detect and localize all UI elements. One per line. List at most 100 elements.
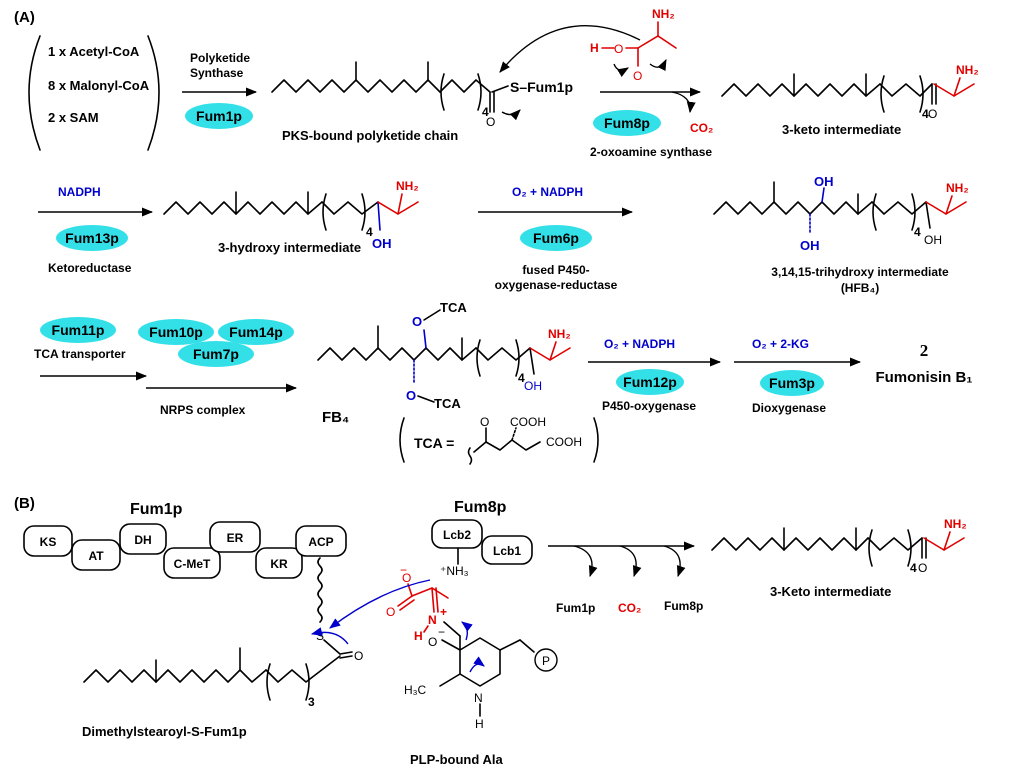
thioester-curved-arrow <box>501 109 521 121</box>
fb4-repeat <box>475 347 531 361</box>
keto-chain <box>721 83 881 97</box>
fum8p-enzyme-label: Fum8p <box>604 115 650 131</box>
hydroxy-oh-bond <box>377 201 381 231</box>
hydroxy-bracket-left <box>322 193 327 231</box>
plp-ca-n-bond <box>431 587 435 613</box>
pb-keto-repeat <box>867 537 923 551</box>
domain-cmet <box>163 547 221 579</box>
trihydroxy-subscript: 4 <box>914 225 921 239</box>
plp-imine-n: N <box>428 613 437 627</box>
polyketide-subscript: 4 <box>482 105 489 119</box>
co2-byproduct: CO₂ <box>690 121 713 135</box>
pb-keto-label: 3-Keto intermediate <box>770 584 891 599</box>
alanine-h: H <box>590 41 599 55</box>
acp-tether <box>317 557 323 623</box>
pb-keto-subscript: 4 <box>910 561 917 575</box>
alanine-arrow-1 <box>613 63 629 78</box>
pks-label-line1: Polyketide <box>190 51 250 65</box>
release-fum8p-arrow <box>663 545 686 578</box>
trihydroxy-label-line1: 3,14,15-trihydroxy intermediate <box>771 265 949 279</box>
plp-ca-n-bond-2 <box>435 587 439 613</box>
keto-amine: NH₂ <box>956 63 979 77</box>
fum10p-enzyme-ellipse <box>138 319 214 345</box>
trihydroxy-oh-top-bond <box>821 187 825 203</box>
trihydroxy-chain <box>713 201 873 215</box>
step4-label-line1: fused P450- <box>522 263 589 277</box>
domain-er-label: ER <box>227 531 244 545</box>
plp-oxide: O <box>428 635 437 649</box>
substrate-s-c-bond <box>323 639 341 655</box>
domain-kr <box>255 547 303 579</box>
step2-label: 2-oxoamine synthase <box>590 145 712 159</box>
polyketide-label: PKS-bound polyketide chain <box>282 128 458 143</box>
fum10p-enzyme-label: Fum10p <box>149 324 203 340</box>
product-name: Fumonisin B₁ <box>875 369 972 386</box>
tca-transporter-label: TCA transporter <box>34 347 126 361</box>
tca-cooh1: COOH <box>510 415 546 429</box>
panel-b-label: (B) <box>14 495 35 512</box>
co2-release-arrow <box>671 91 696 114</box>
fum11p-enzyme-ellipse <box>40 317 116 343</box>
pb-keto-bracket-left <box>868 529 873 567</box>
fb4-tca-top-link <box>423 309 441 321</box>
keto-label: 3-keto intermediate <box>782 122 901 137</box>
fb4-amine-bond <box>549 341 557 361</box>
subunit-lcb2 <box>431 519 483 549</box>
substrate-paren-left <box>28 35 41 151</box>
step6-label: P450-oxygenase <box>602 399 696 413</box>
byproduct-fum1p: Fum1p <box>556 601 595 615</box>
hydroxy-subscript: 4 <box>366 225 373 239</box>
attack-curved-arrow <box>499 25 641 73</box>
hydroxy-amine: NH₂ <box>396 179 419 193</box>
hydroxy-oh: OH <box>372 236 392 251</box>
tca-wavy <box>467 447 473 465</box>
substrate-carbonyl-o: O <box>354 649 363 663</box>
plp-ring-h: H <box>475 717 484 731</box>
fum3p-enzyme-label: Fum3p <box>769 375 815 391</box>
plp-methyl: H₃C <box>404 683 427 697</box>
step7-cofactor: O₂ + 2-KG <box>752 337 809 351</box>
plp-carboxylate-charge: − <box>400 563 407 577</box>
domain-ks <box>23 525 73 557</box>
polyketide-bracket-left <box>440 73 445 111</box>
substrate-carbonyl-2 <box>339 655 353 659</box>
keto-amine-bond <box>953 77 961 97</box>
polyketide-s-bond <box>491 85 509 93</box>
trihydroxy-amine-bond <box>945 195 953 215</box>
plp-carbonyl-2 <box>399 599 415 611</box>
hydroxy-repeat <box>321 201 379 215</box>
substrate-repeat <box>265 655 341 683</box>
pks-label-line2: Synthase <box>190 66 244 80</box>
tca-paren-left <box>399 417 405 463</box>
fb4-tca-bottom: TCA <box>434 396 461 411</box>
polyketide-carbonyl-o: O <box>486 115 495 129</box>
plp-c5-ch2 <box>499 639 521 651</box>
substrate-malonyl-coa: 8 x Malonyl-CoA <box>48 78 150 93</box>
trihydroxy-label-line2: (HFB₄) <box>841 281 879 295</box>
alanine-o: O <box>614 42 623 56</box>
fum8p-title: Fum8p <box>454 499 507 516</box>
tca-prefix: TCA = <box>414 435 454 451</box>
fum6p-enzyme-label: Fum6p <box>533 230 579 246</box>
plp-c3-o-bond <box>441 639 461 651</box>
tca-paren-right <box>593 417 599 463</box>
plp-ch2-o <box>519 639 535 653</box>
step3-cofactor: NADPH <box>58 185 101 199</box>
fum7p-enzyme-ellipse <box>178 341 254 367</box>
fum13p-enzyme-label: Fum13p <box>65 230 119 246</box>
trihydroxy-oh-right-bond <box>925 201 931 229</box>
domain-at <box>71 539 121 571</box>
pb-keto-amine-bond <box>943 531 951 551</box>
fum13p-enzyme-ellipse <box>56 225 128 251</box>
keto-subscript: 4 <box>922 107 929 121</box>
tca-cooh1-bond <box>511 427 517 441</box>
fum14p-enzyme-ellipse <box>218 319 294 345</box>
fb4-oh-bond <box>529 347 535 375</box>
plp-label: PLP-bound Ala <box>410 752 503 767</box>
hydroxy-amine-bond <box>397 193 403 215</box>
fb4-o-top: O <box>412 314 422 329</box>
fum1p-enzyme-ellipse <box>185 103 253 129</box>
plp-oxide-charge: − <box>438 625 445 639</box>
lys-nh3: ⁺NH₃ <box>440 564 469 578</box>
fb4-oh: OH <box>524 379 542 393</box>
